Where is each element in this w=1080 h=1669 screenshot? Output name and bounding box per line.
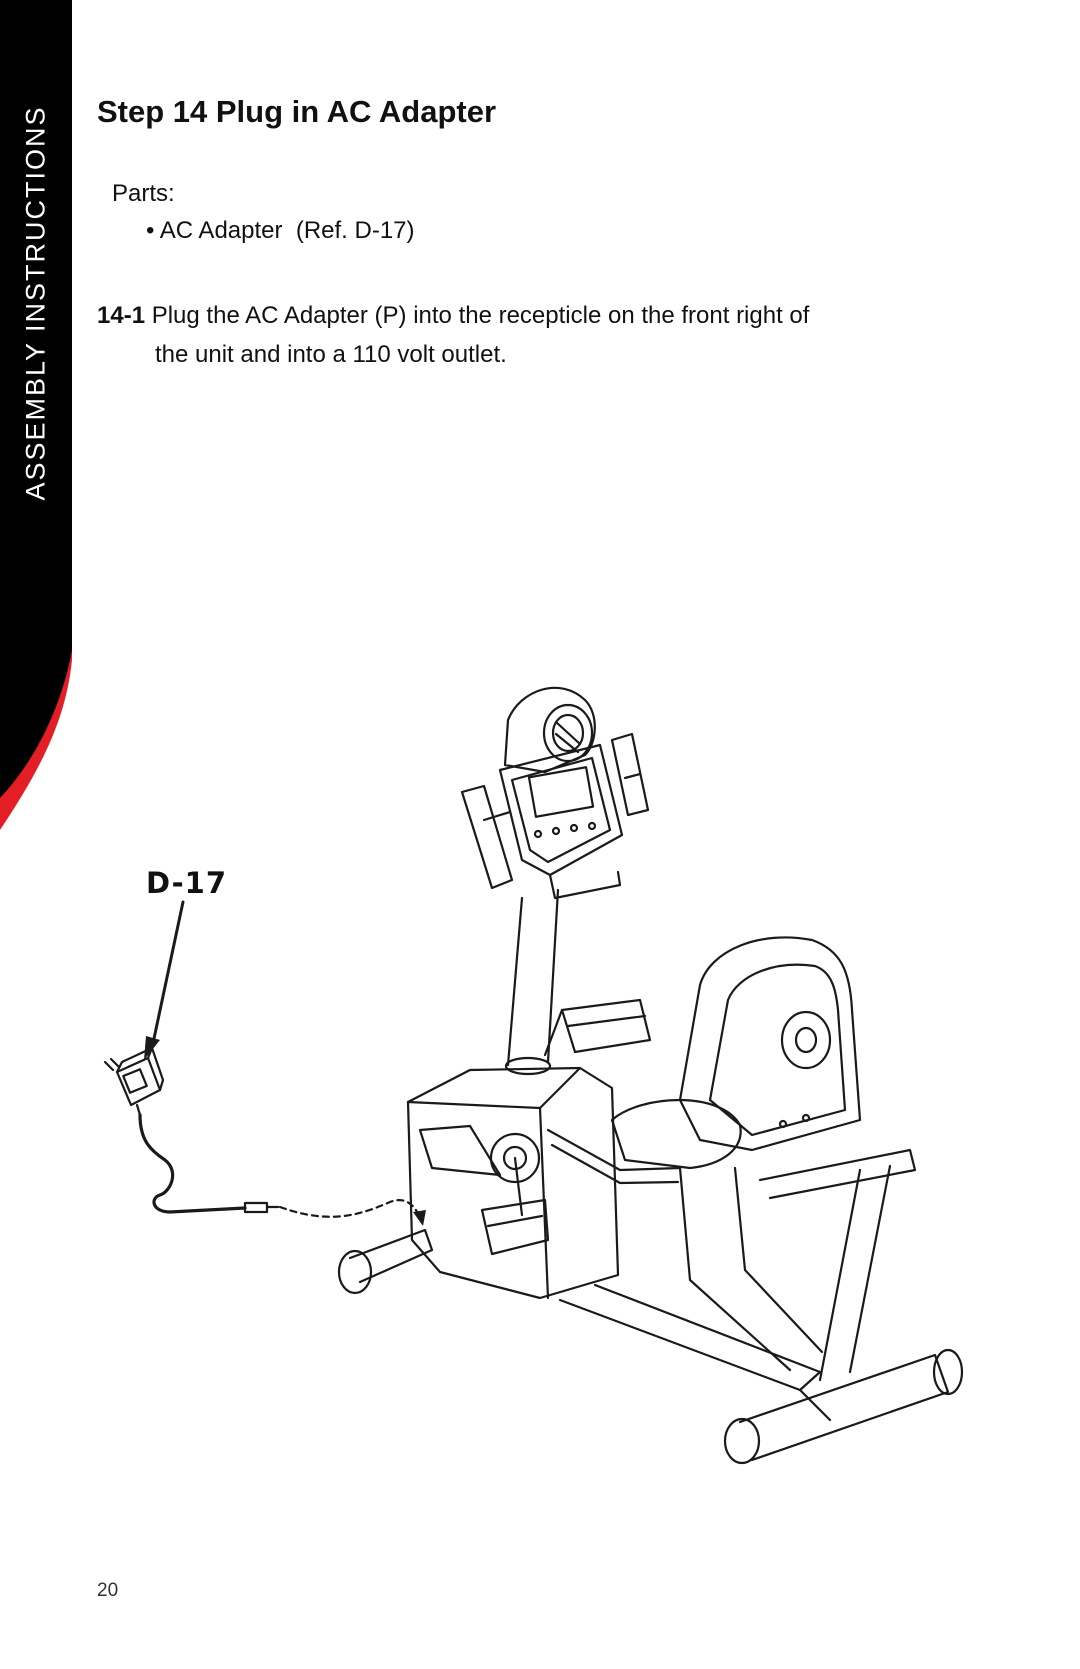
instruction-14-1: 14-1 Plug the AC Adapter (P) into the re… — [97, 296, 997, 374]
parts-list-item: • AC Adapter (Ref. D-17) — [146, 217, 415, 244]
parts-heading: Parts: — [112, 180, 175, 207]
callout-arrow — [144, 900, 185, 1060]
instruction-number: 14-1 — [97, 302, 146, 329]
recumbent-bike-icon — [337, 686, 964, 1465]
callout-label: D-17 — [146, 866, 228, 900]
ac-adapter-icon — [103, 1046, 280, 1214]
connection-path — [278, 1199, 426, 1226]
side-tab-background — [0, 0, 72, 830]
instruction-text-line1: Plug the AC Adapter (P) into the recepti… — [151, 302, 810, 329]
step-title: Step 14 Plug in AC Adapter — [97, 94, 497, 129]
page-number: 20 — [97, 1580, 119, 1601]
instruction-text-line2: the unit and into a 110 volt outlet. — [155, 341, 507, 368]
section-side-tab — [0, 0, 72, 830]
